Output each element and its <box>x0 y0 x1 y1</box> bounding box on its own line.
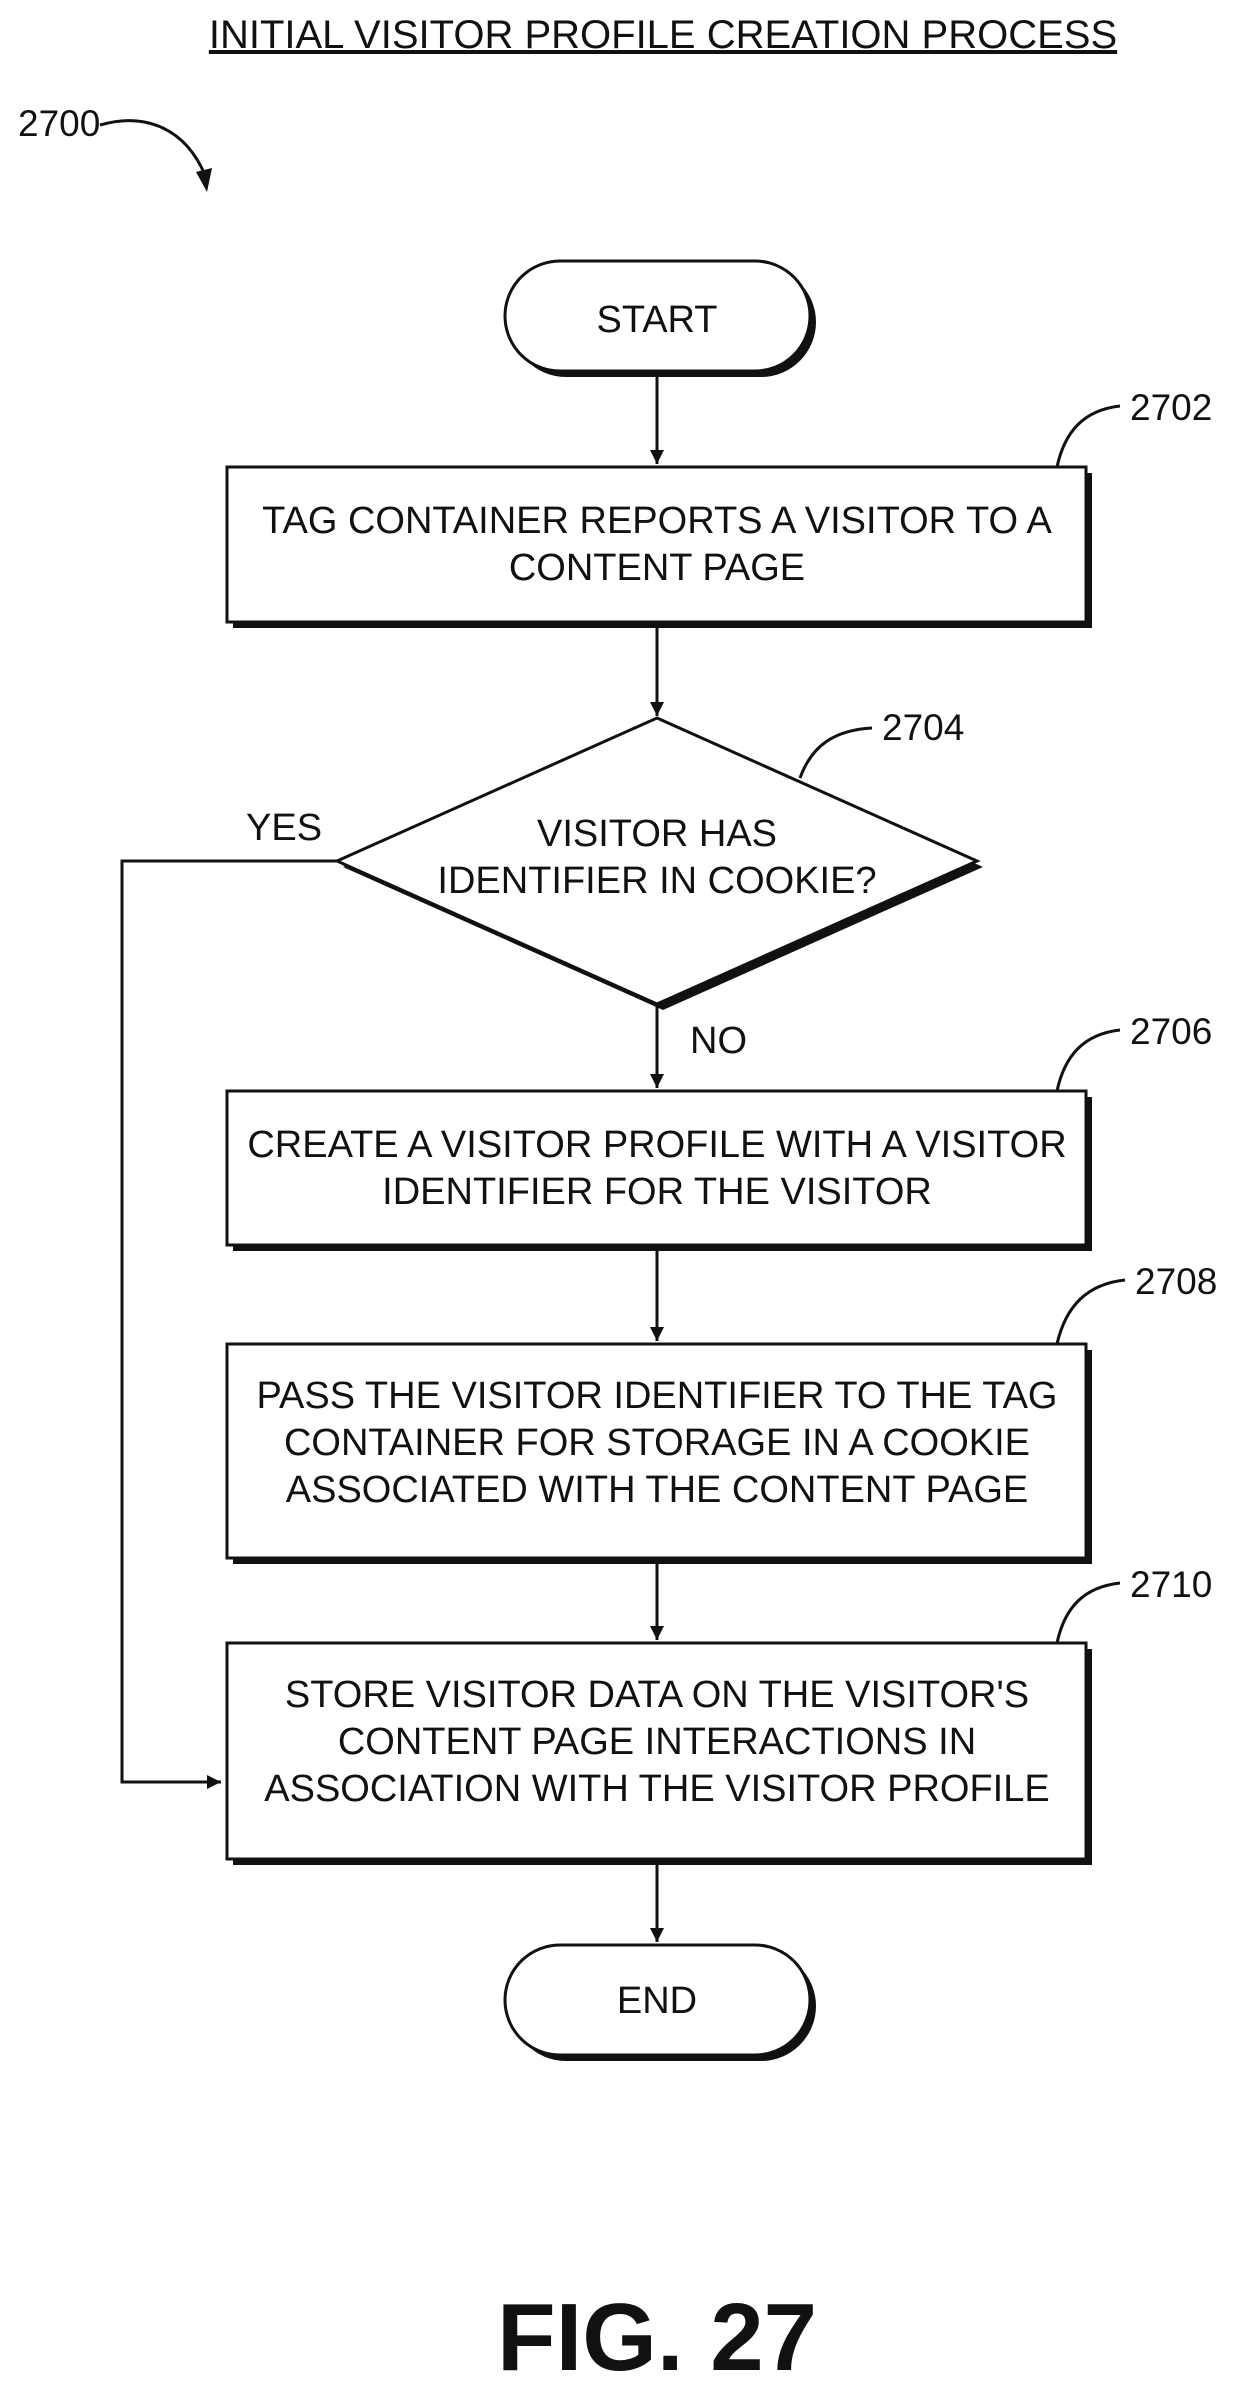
end-line-1: END <box>617 1980 697 2022</box>
step-2710-line-3: ASSOCIATION WITH THE VISITOR PROFILE <box>264 1768 1049 1810</box>
step-2710-line-2: CONTENT PAGE INTERACTIONS IN <box>338 1721 976 1763</box>
step-2706-line-1: CREATE A VISITOR PROFILE WITH A VISITOR <box>247 1124 1066 1166</box>
diagram-ref-arrowhead <box>196 168 212 192</box>
branch-yes-label: YES <box>246 807 322 849</box>
decision-2704-line-1: VISITOR HAS <box>537 813 777 855</box>
step-2702-line-1: TAG CONTAINER REPORTS A VISITOR TO A <box>262 500 1052 542</box>
leader-2710 <box>1057 1583 1120 1643</box>
ref-2702: 2702 <box>1130 387 1212 428</box>
step-2706-line-2: IDENTIFIER FOR THE VISITOR <box>382 1171 932 1213</box>
leader-2704 <box>800 728 872 778</box>
step-2708-line-2: CONTAINER FOR STORAGE IN A COOKIE <box>284 1422 1030 1464</box>
process-box-2708: PASS THE VISITOR IDENTIFIER TO THE TAG CO… <box>227 1344 1092 1564</box>
branch-no-label: NO <box>690 1020 747 1062</box>
process-box-2702: TAG CONTAINER REPORTS A VISITOR TO A CONT… <box>227 467 1092 628</box>
diagram-ref-label: 2700 <box>18 103 100 144</box>
step-2708-line-3: ASSOCIATED WITH THE CONTENT PAGE <box>286 1469 1028 1511</box>
ref-2710: 2710 <box>1130 1564 1212 1605</box>
process-box-2710: STORE VISITOR DATA ON THE VISITOR'S CONTE… <box>227 1643 1092 1865</box>
process-text-2710: STORE VISITOR DATA ON THE VISITOR'S CONTE… <box>264 1674 1049 1810</box>
leader-2702 <box>1057 406 1120 467</box>
ref-2706: 2706 <box>1130 1011 1212 1052</box>
ref-2704: 2704 <box>882 707 964 748</box>
start-label: START <box>596 299 717 341</box>
diagram-ref-pointer <box>100 121 205 175</box>
leader-2708 <box>1057 1280 1125 1344</box>
step-2710-line-1: STORE VISITOR DATA ON THE VISITOR'S <box>285 1674 1029 1716</box>
leader-2706 <box>1057 1030 1120 1091</box>
step-2702-line-2: CONTENT PAGE <box>509 547 805 589</box>
end-label: END <box>617 1980 697 2022</box>
figure-label: FIG. 27 <box>497 2284 817 2391</box>
end-terminator: END <box>505 1945 816 2061</box>
start-terminator: START <box>505 261 816 377</box>
process-text-2708: PASS THE VISITOR IDENTIFIER TO THE TAG CO… <box>257 1375 1058 1511</box>
process-box-2706: CREATE A VISITOR PROFILE WITH A VISITOR I… <box>227 1091 1092 1251</box>
decision-diamond-2704: VISITOR HAS IDENTIFIER IN COOKIE? <box>337 718 983 1010</box>
ref-2708: 2708 <box>1135 1261 1217 1302</box>
decision-2704-line-2: IDENTIFIER IN COOKIE? <box>437 860 876 902</box>
step-2708-line-1: PASS THE VISITOR IDENTIFIER TO THE TAG <box>257 1375 1058 1417</box>
diagram-title: INITIAL VISITOR PROFILE CREATION PROCESS <box>209 13 1117 57</box>
start-line-1: START <box>596 299 717 341</box>
